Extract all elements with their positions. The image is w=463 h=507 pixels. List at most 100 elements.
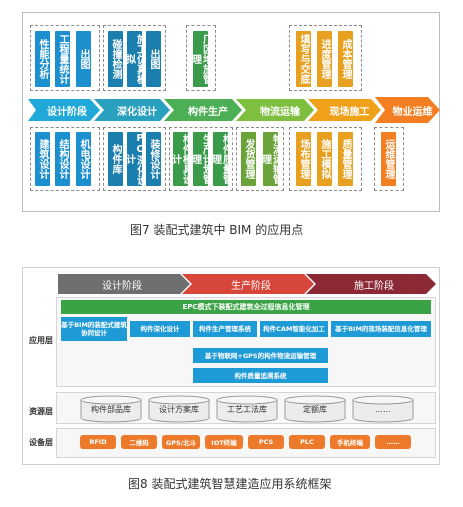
box-label: 发货管理 (243, 139, 254, 179)
box-operation-management: 运维管理 (381, 132, 396, 186)
box-label: 物流运输管理 (259, 134, 282, 184)
box-performance-analysis: 性能分析 (35, 31, 50, 87)
box-label: 装修设计 (148, 139, 159, 179)
device-iot: IOT终端 (205, 435, 243, 449)
box-label: 进度管理 (319, 39, 330, 79)
app-box-deepen-design: 构件深化设计 (130, 321, 190, 337)
stage-arrow-operation (375, 97, 440, 123)
box-construction-sim: 施工模拟 (317, 132, 332, 186)
phase-arrow-design (58, 274, 190, 294)
box-production-plan: 生产计划管理 (190, 132, 212, 186)
device-plc: PLC (289, 435, 325, 449)
database-cylinder (284, 395, 346, 423)
box-label: 工程量统计 (57, 34, 68, 84)
box-construction-simulation: 施工仿真模拟 (124, 31, 146, 87)
database-cylinder (80, 395, 142, 423)
box-cost-management: 成本管理 (338, 31, 353, 87)
box-label: 施工模拟 (319, 139, 330, 179)
layer-label-device: 设备层 (29, 438, 53, 447)
box-label: 机电设计 (78, 139, 89, 179)
app-box-cam: 构件CAM智能化加工 (260, 321, 328, 337)
box-progress-management: 进度管理 (317, 31, 332, 87)
database-cylinder (148, 395, 210, 423)
layer-label-resource: 资源层 (29, 407, 53, 416)
box-label: 厂区堆放管理 (189, 34, 212, 84)
db-label-more: …… (375, 404, 391, 414)
app-box-site-assembly: 基于BIM的现场装配信息化管理 (331, 321, 431, 337)
box-label: 建筑设计 (37, 139, 48, 179)
box-decoration-design: 装修设计 (146, 132, 161, 186)
box-label: 出图 (148, 49, 159, 69)
stage-arrow-production (164, 99, 242, 121)
box-site-layout: 场布管理 (296, 132, 311, 186)
box-component-library: 构件库 (108, 132, 123, 186)
database-shapes (80, 395, 414, 423)
phase-label-construction: 施工阶段 (354, 280, 394, 292)
app-box-quality-trace: 构件质量追溯系统 (193, 368, 328, 383)
app-box-iot-gps: 基于物联网+GPS的构件物流运输管理 (193, 348, 328, 363)
box-label: 填写与交底 (298, 34, 309, 84)
box-label: 构件质量管理 (209, 134, 232, 184)
box-clash-detection: 碰撞检测 (108, 31, 123, 87)
database-cylinder (352, 395, 414, 423)
box-fill-and-briefing: 填写与交底 (296, 31, 311, 87)
layer-label-application: 应用层 (29, 336, 53, 345)
stage-arrow-deepen (94, 99, 170, 121)
stage-label-operation: 物业运维 (392, 106, 433, 118)
box-quantity-statistics: 工程量统计 (55, 31, 70, 87)
device-mobile: 手机终端 (330, 435, 370, 449)
device-rfid: RFID (80, 435, 116, 449)
phase-label-production: 生产阶段 (231, 280, 271, 292)
device-qrcode: 二维码 (121, 435, 157, 449)
phase-arrow-construction (306, 274, 436, 294)
box-label: 出图 (78, 49, 89, 69)
stage-label-production: 构件生产 (188, 106, 228, 118)
stage-label-logistics: 物流运输 (260, 106, 300, 118)
phase-arrow-production (182, 274, 314, 294)
stage-arrow-logistics (236, 99, 314, 121)
box-structure-design: 结构设计 (55, 132, 70, 186)
box-label: 生产计划管理 (189, 134, 212, 184)
box-label: 运维管理 (383, 139, 394, 179)
box-yard-storage: 厂区堆放管理 (190, 31, 212, 87)
stage-arrow-construction (308, 99, 381, 121)
app-box-production-system: 构件生产管理系统 (193, 321, 257, 337)
stage-arrow-design (28, 99, 100, 121)
db-label-quota: 定额库 (303, 404, 327, 414)
box-label: PC深化设计 (123, 133, 146, 185)
app-box-collab-design: 基于BIM的装配式建筑协同设计 (61, 317, 127, 341)
box-label: 成本管理 (340, 39, 351, 79)
figure7-caption: 图7 装配式建筑中 BIM 的应用点 (130, 223, 304, 237)
device-layer-panel (56, 428, 436, 458)
box-label: 碰撞检测 (110, 39, 121, 79)
epc-bar: EPC模式下装配式建筑全过程信息化管理 (61, 300, 431, 314)
box-quality-management: 质量管理 (338, 132, 353, 186)
stage-label-deepen: 深化设计 (117, 106, 157, 118)
box-label: 构件库 (110, 144, 121, 174)
database-cylinder (216, 395, 278, 423)
phase-arrows (58, 274, 436, 294)
db-label-components: 构件部品库 (91, 404, 131, 414)
box-mold-design: 构件模具设计 (170, 132, 192, 186)
box-label: 施工仿真模拟 (123, 34, 146, 84)
box-label: 质量管理 (340, 139, 351, 179)
stage-arrows (28, 97, 440, 123)
figure8-caption: 图8 装配式建筑智慧建造应用系统框架 (128, 477, 332, 491)
box-drawing-2: 出图 (146, 31, 161, 87)
stage-label-design: 设计阶段 (47, 106, 87, 118)
db-label-design-schemes: 设计方案库 (159, 404, 199, 414)
box-label: 场布管理 (298, 139, 309, 179)
box-drawing-1: 出图 (76, 31, 91, 87)
box-label: 结构设计 (57, 139, 68, 179)
box-label: 构件模具设计 (169, 134, 192, 184)
box-logistics-management: 物流运输管理 (260, 132, 282, 186)
phase-label-design: 设计阶段 (102, 280, 142, 292)
device-more: …… (375, 435, 411, 449)
box-component-quality: 构件质量管理 (210, 132, 232, 186)
box-shipping-management: 发货管理 (241, 132, 256, 186)
stage-label-construction: 现场施工 (329, 106, 370, 118)
device-pcs: PCS (248, 435, 284, 449)
db-label-craft-methods: 工艺工法库 (227, 404, 267, 414)
device-gps: GPS/北斗 (162, 435, 200, 449)
box-mep-design: 机电设计 (76, 132, 91, 186)
